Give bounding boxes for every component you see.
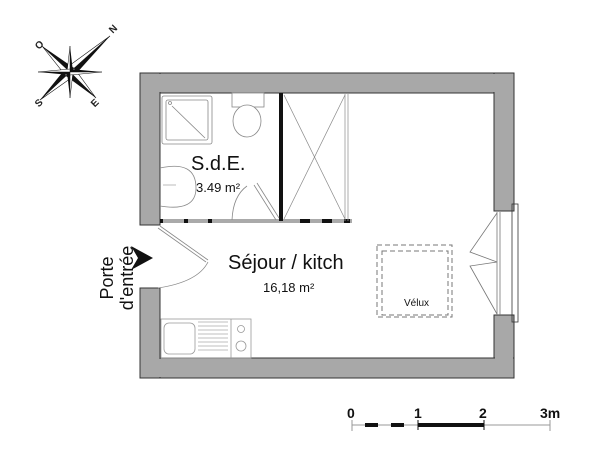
room-name-sejour: Séjour / kitch: [228, 252, 344, 274]
closet: [283, 94, 346, 220]
entry-arrow-icon: [131, 246, 153, 270]
compass-rose-icon: [37, 35, 111, 101]
scale-tick-1: 1: [414, 405, 422, 421]
room-name-sde: S.d.E.: [191, 153, 246, 175]
scale-tick-2: 2: [479, 405, 487, 421]
bathroom-partition: [160, 93, 352, 223]
window: [469, 203, 519, 323]
entry-label-line2: d'entrée: [117, 245, 137, 311]
room-area-sejour: 16,18 m²: [263, 280, 315, 295]
sink-icon: [159, 165, 197, 208]
walls: [139, 72, 515, 379]
kitchen-counter: [160, 318, 252, 359]
entry-label: Porte d'entrée: [97, 223, 137, 333]
velux-label: Vélux: [404, 298, 430, 309]
shower-icon: [161, 95, 213, 145]
entry-label-line1: Porte: [97, 256, 117, 300]
room-area-sde: 3.49 m²: [196, 180, 241, 195]
entry-door: [157, 225, 209, 289]
toilet-icon: [231, 92, 265, 138]
scale-tick-3: 3m: [540, 405, 561, 421]
scale-tick-0: 0: [347, 405, 355, 421]
bathroom-door: [231, 182, 280, 221]
scale-bar: [351, 420, 551, 431]
velux-outline: [376, 244, 453, 318]
